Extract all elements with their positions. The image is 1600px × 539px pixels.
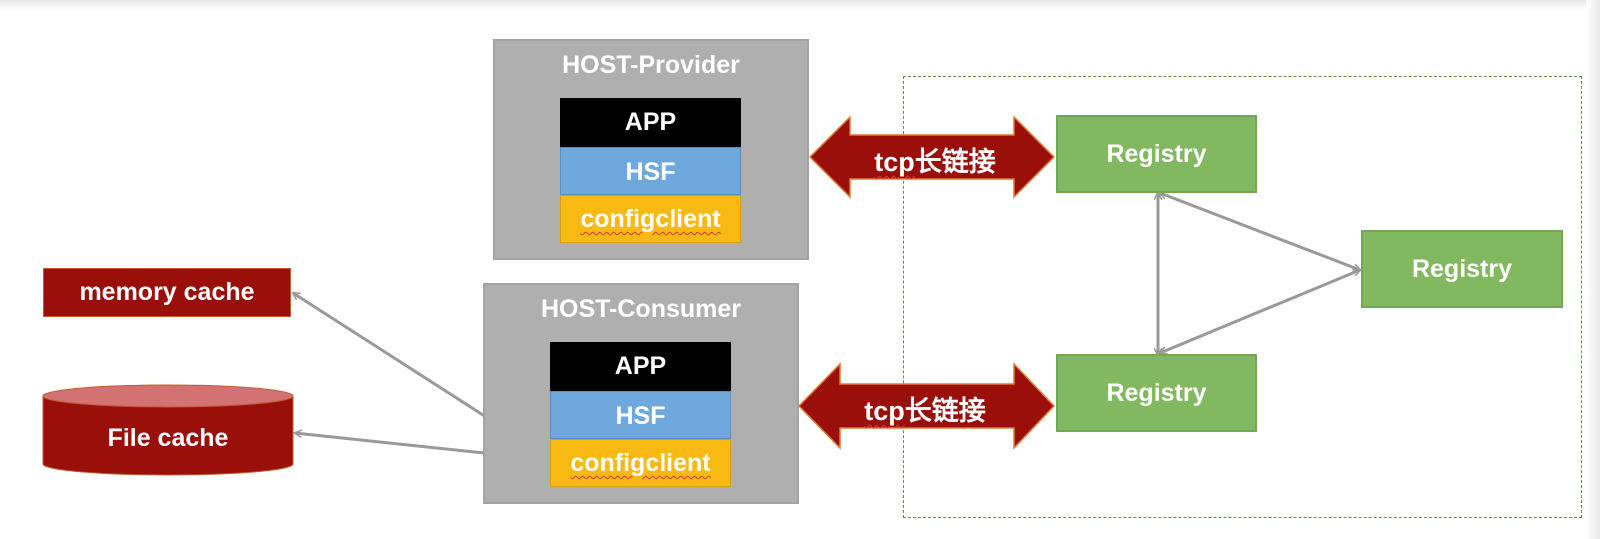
registry-top: Registry [1056, 115, 1257, 193]
top-edge-shadow [0, 0, 1600, 10]
registry-bottom-right-link [1160, 270, 1360, 353]
provider-app-layer: APP [560, 98, 741, 147]
provider-tcp-arrow [808, 115, 1056, 199]
registry-right: Registry [1361, 230, 1563, 308]
file-cache-label: File cache [107, 424, 229, 452]
host-consumer-title: HOST-Consumer [540, 295, 742, 323]
consumer-hsf-layer: HSF [550, 391, 731, 439]
host-provider-box: HOST-Provider APP HSF configclient [493, 39, 809, 260]
memory-cache-box: memory cache [43, 268, 291, 317]
registry-bottom: Registry [1056, 354, 1257, 432]
provider-configclient-label: configclient [580, 205, 721, 233]
provider-tcp-label: tcp长链接 [860, 140, 1010, 179]
registry-cluster-boundary [903, 76, 1582, 518]
consumer-tcp-prefix: tcp [864, 396, 905, 426]
provider-tcp-suffix: 长链接 [914, 147, 996, 177]
consumer-configclient-layer: configclient [550, 439, 731, 487]
host-consumer-box: HOST-Consumer APP HSF configclient [483, 283, 799, 504]
file-cache-cylinder [42, 384, 294, 476]
registry-top-right-link [1160, 193, 1360, 270]
right-edge-shadow [1586, 0, 1600, 539]
consumer-tcp-suffix: 长链接 [904, 396, 986, 426]
consumer-tcp-arrow [797, 362, 1056, 450]
provider-hsf-layer: HSF [560, 147, 741, 195]
host-provider-title: HOST-Provider [562, 51, 740, 79]
provider-configclient-layer: configclient [560, 195, 741, 243]
provider-tcp-prefix: tcp [874, 147, 915, 177]
consumer-app-layer: APP [550, 342, 731, 391]
consumer-tcp-label: tcp长链接 [850, 389, 1000, 428]
consumer-configclient-label: configclient [570, 449, 711, 477]
